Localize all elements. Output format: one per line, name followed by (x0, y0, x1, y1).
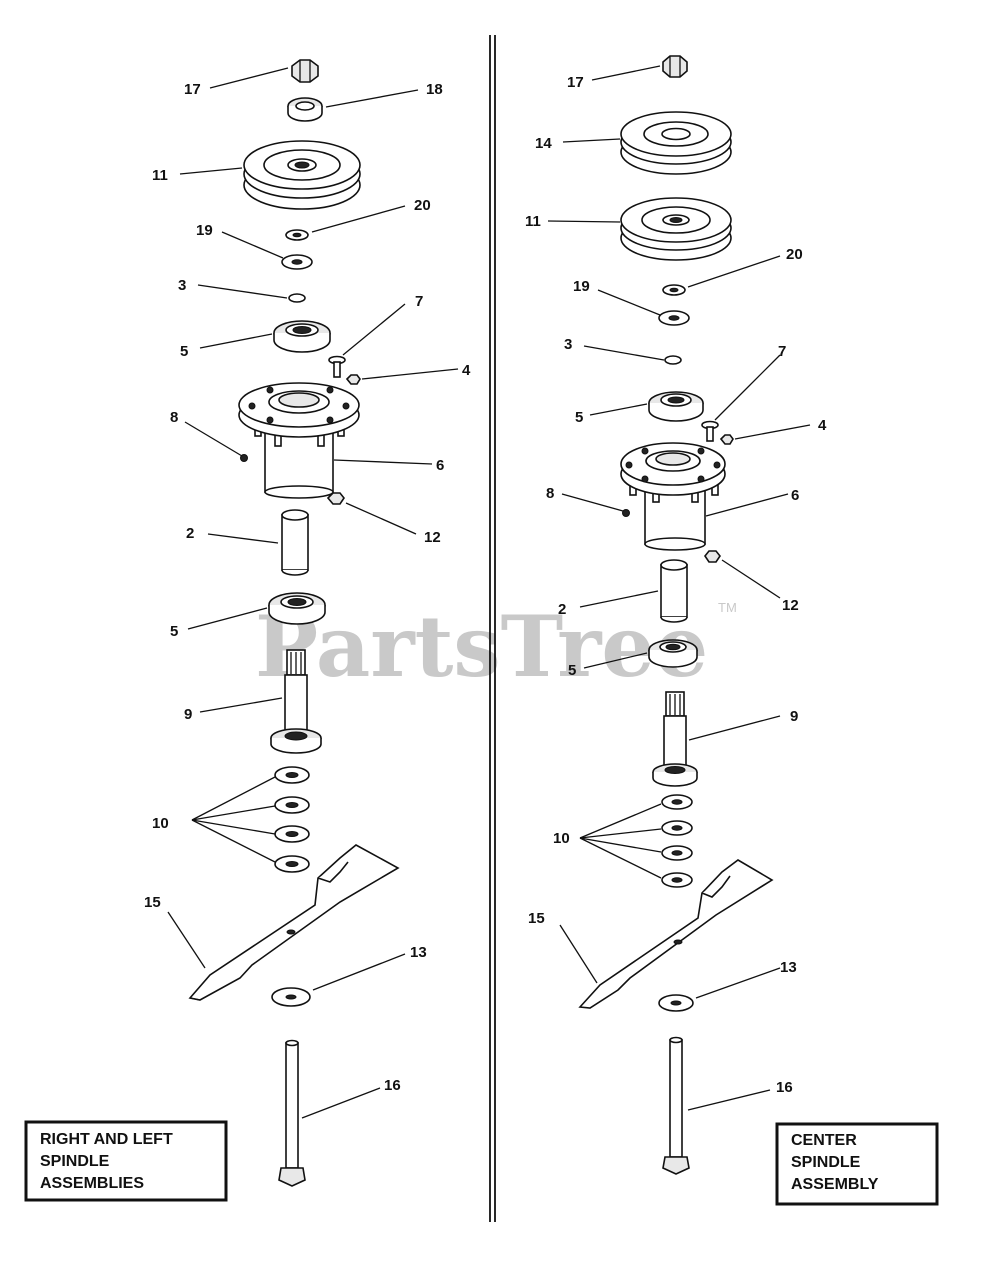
part-9-shaft (270, 649, 322, 754)
left-callouts: 17 18 11 20 19 3 7 5 4 8 6 2 12 5 9 10 1… (144, 81, 471, 1094)
center-title-line-3: ASSEMBLY (791, 1176, 879, 1193)
callout-19: 19 (196, 222, 213, 239)
callout-10: 10 (152, 815, 169, 832)
callout-11: 11 (152, 167, 168, 184)
callout-5-lower-center: 5 (568, 662, 576, 679)
part-15-blade (188, 844, 400, 1001)
part-20-washer-center (662, 284, 686, 296)
part-12-nut-center (704, 550, 721, 563)
callout-20: 20 (414, 197, 431, 214)
callout-3-center: 3 (564, 336, 572, 353)
part-5-bearing-upper-center (648, 391, 704, 422)
left-title-line-2: SPINDLE (40, 1153, 110, 1170)
panel-divider (489, 35, 496, 1222)
callout-18: 18 (426, 81, 443, 98)
watermark-tm: TM (718, 600, 737, 615)
center-title-line-1: CENTER (791, 1132, 857, 1149)
part-12-nut (326, 492, 345, 505)
center-callouts: 17 14 11 20 19 3 7 5 4 8 6 2 12 5 9 10 1… (525, 74, 827, 1096)
part-5-bearing-lower-center (648, 639, 698, 668)
part-3-ring-center (664, 355, 682, 365)
part-13-washer (271, 987, 311, 1007)
part-16-bolt (278, 1039, 306, 1187)
callout-3: 3 (178, 277, 186, 294)
callout-8: 8 (170, 409, 178, 426)
part-7-bolt-center (701, 420, 719, 442)
left-leader-lines (167, 67, 459, 1119)
left-title-line-1: RIGHT AND LEFT (40, 1131, 173, 1148)
callout-12-center: 12 (782, 597, 799, 614)
callout-15: 15 (144, 894, 161, 911)
center-title-box: CENTER SPINDLE ASSEMBLY (775, 1122, 939, 1206)
callout-8-center: 8 (546, 485, 554, 502)
watermark-text: PartsTree (255, 597, 708, 696)
part-6-housing (238, 382, 360, 499)
callout-13: 13 (410, 944, 427, 961)
callout-2-center: 2 (558, 601, 566, 618)
part-6-housing-center (620, 442, 726, 551)
callout-13-center: 13 (780, 959, 797, 976)
callout-4: 4 (462, 362, 471, 379)
callout-2: 2 (186, 525, 194, 542)
part-9-shaft-center (652, 691, 698, 787)
callout-7-center: 7 (778, 343, 786, 360)
callout-16: 16 (384, 1077, 401, 1094)
callout-5: 5 (180, 343, 188, 360)
callout-6-center: 6 (791, 487, 799, 504)
part-17-nut (291, 59, 319, 83)
callout-17-center: 17 (567, 74, 584, 91)
part-11-pulley-center (620, 197, 732, 261)
part-7-bolt (328, 355, 346, 378)
part-2-spacer (281, 509, 309, 576)
callout-5-lower: 5 (170, 623, 178, 640)
callout-9: 9 (184, 706, 192, 723)
callout-12: 12 (424, 529, 441, 546)
part-16-bolt-center (662, 1036, 690, 1175)
part-4-nut (345, 374, 361, 385)
part-10-washers-center (661, 794, 693, 888)
part-18-bushing (287, 97, 323, 122)
callout-19-center: 19 (573, 278, 590, 295)
part-8-fitting-center (622, 509, 630, 517)
part-3-ring (288, 293, 306, 303)
part-13-washer-center (658, 994, 694, 1012)
part-20-washer (285, 229, 309, 241)
part-19-washer-center (658, 310, 690, 326)
callout-11-center: 11 (525, 213, 541, 230)
callout-7: 7 (415, 293, 423, 310)
left-spindle-assembly: 17 18 11 20 19 3 7 5 4 8 6 2 12 5 9 10 1… (24, 59, 471, 1202)
part-5-bearing-lower (268, 592, 326, 625)
part-14-pulley (620, 111, 732, 175)
center-spindle-assembly: 17 14 11 20 19 3 7 5 4 8 6 2 12 5 9 10 1… (525, 55, 939, 1206)
callout-5-center: 5 (575, 409, 583, 426)
callout-14-center: 14 (535, 135, 552, 152)
callout-17: 17 (184, 81, 201, 98)
left-title-box: RIGHT AND LEFT SPINDLE ASSEMBLIES (24, 1120, 228, 1202)
part-19-washer (281, 254, 313, 270)
part-10-washers (274, 766, 310, 873)
part-5-bearing-upper (273, 320, 331, 353)
callout-15-center: 15 (528, 910, 545, 927)
part-2-spacer-center (660, 559, 688, 623)
part-15-blade-center (578, 859, 774, 1009)
callout-20-center: 20 (786, 246, 803, 263)
left-title-line-3: ASSEMBLIES (40, 1175, 144, 1192)
callout-10-center: 10 (553, 830, 570, 847)
part-11-pulley (243, 140, 361, 210)
center-title-line-2: SPINDLE (791, 1154, 861, 1171)
part-4-nut-center (719, 434, 734, 445)
callout-4-center: 4 (818, 417, 827, 434)
part-17-nut-center (662, 55, 688, 78)
center-leader-lines (547, 65, 811, 1111)
part-8-fitting (240, 454, 248, 462)
callout-9-center: 9 (790, 708, 798, 725)
callout-16-center: 16 (776, 1079, 793, 1096)
callout-6: 6 (436, 457, 444, 474)
